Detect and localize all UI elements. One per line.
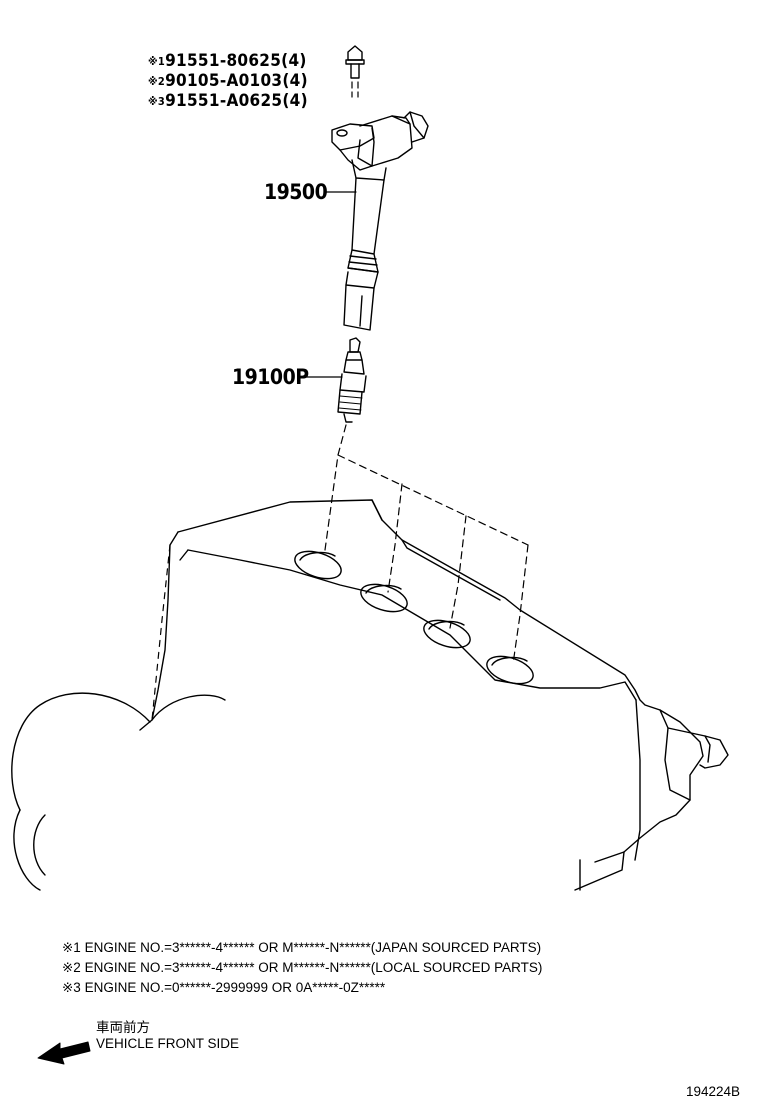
- engine-note-2: ※2 ENGINE NO.=3******-4****** OR M******…: [62, 960, 543, 975]
- fastener-mark-1: ※1: [148, 55, 166, 68]
- dashed-locator-lines: [151, 424, 529, 721]
- front-side-label-english: VEHICLE FRONT SIDE: [96, 1036, 240, 1051]
- leader-lines: [303, 191, 357, 378]
- ignition-coil-drawing: [331, 111, 429, 331]
- fastener-part-3: 91551-A0625(4): [165, 91, 308, 111]
- fastener-mark-2: ※2: [148, 75, 166, 88]
- ignition-coil-callout: 19500: [264, 180, 328, 204]
- engine-note-1: ※1 ENGINE NO.=3******-4****** OR M******…: [62, 940, 542, 955]
- fastener-callout-3: ※391551-A0625(4): [148, 91, 308, 111]
- diagram-id: 194224B: [686, 1084, 741, 1099]
- engine-block: [11, 499, 729, 891]
- fastener-part-1: 91551-80625(4): [165, 51, 307, 71]
- front-arrow-icon: [37, 1041, 91, 1065]
- spark-plug-holes: [294, 550, 534, 685]
- front-side-label-japanese: 車両前方: [96, 1020, 150, 1035]
- spark-plug-drawing: [337, 337, 367, 423]
- spark-plug-callout: 19100P: [232, 365, 309, 389]
- bolt-drawing: [345, 45, 365, 98]
- fastener-part-2: 90105-A0103(4): [165, 71, 308, 91]
- fastener-mark-3: ※3: [148, 95, 166, 108]
- fastener-callout-2: ※290105-A0103(4): [148, 71, 308, 91]
- fastener-callout-1: ※191551-80625(4): [148, 51, 307, 71]
- engine-note-3: ※3 ENGINE NO.=0******-2999999 OR 0A*****…: [62, 980, 386, 995]
